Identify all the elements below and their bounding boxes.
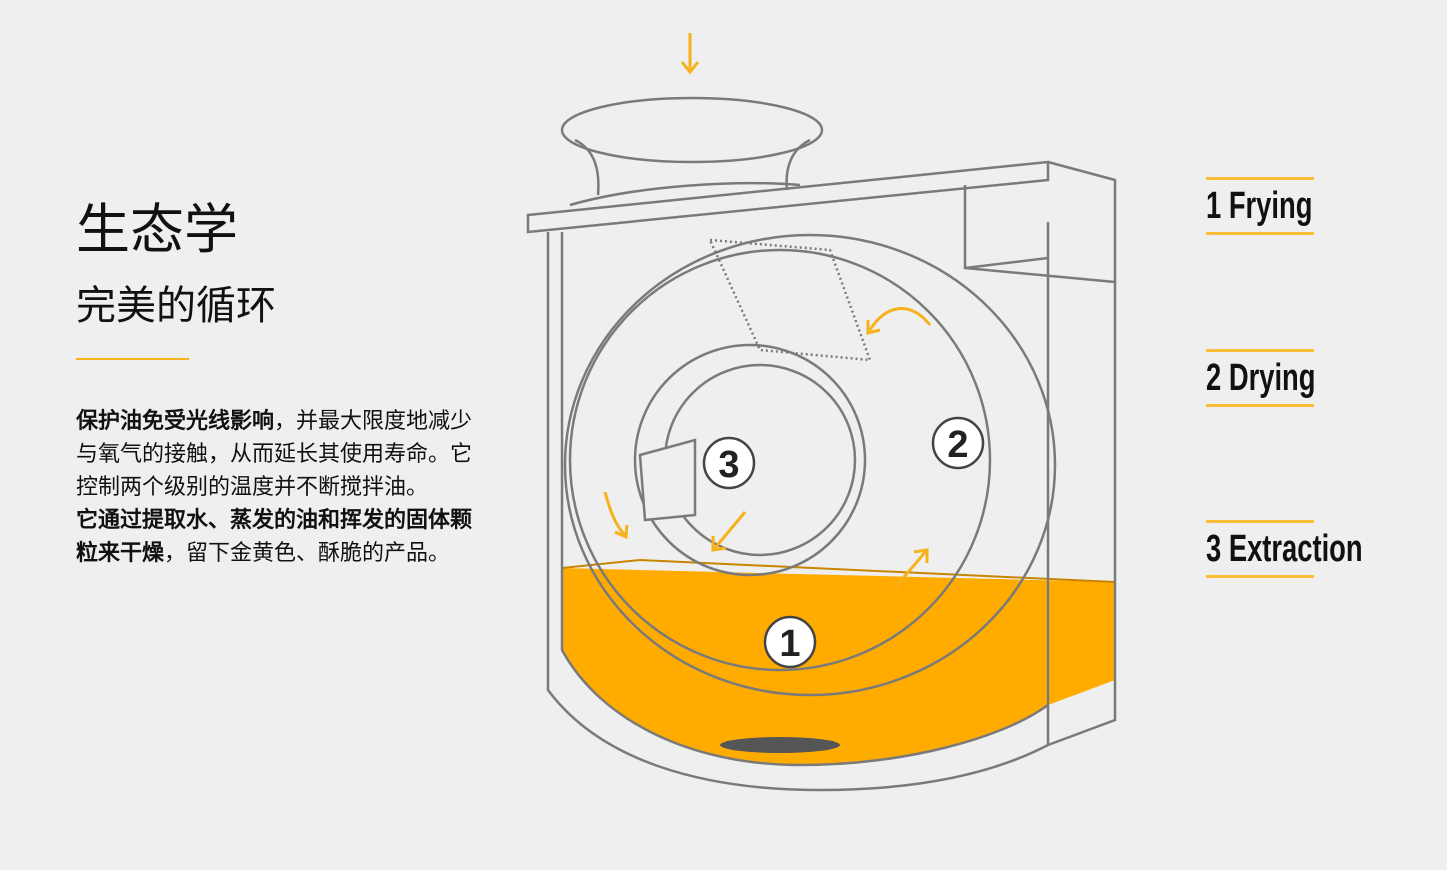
lid bbox=[526, 160, 1050, 234]
svg-text:1: 1 bbox=[779, 623, 800, 665]
svg-text:3: 3 bbox=[718, 444, 739, 486]
step-frying: 1 Frying bbox=[1206, 177, 1354, 235]
step-rule bbox=[1206, 404, 1314, 407]
step-extraction: 3 Extraction bbox=[1206, 520, 1424, 578]
description-p2: ，留下金黄色、酥脆的产品。 bbox=[164, 541, 451, 566]
step-label: 2 Drying bbox=[1206, 357, 1316, 399]
description-p1: ，并最大限度地减少与氧气的接触，从而延长其使用寿命。它控制两个级别的温度并不断搅… bbox=[76, 409, 473, 500]
marker-2: 2 bbox=[931, 416, 985, 470]
step-label: 3 Extraction bbox=[1206, 528, 1363, 570]
marker-3: 3 bbox=[702, 436, 756, 490]
sediment bbox=[720, 737, 840, 753]
page-subtitle: 完美的循环 bbox=[76, 283, 276, 329]
oil-fill bbox=[562, 568, 1115, 765]
tank-outline bbox=[546, 222, 1050, 792]
step-rule bbox=[1206, 177, 1314, 180]
funnel bbox=[560, 96, 824, 164]
description: 保护油免受光线影响，并最大限度地减少与氧气的接触，从而延长其使用寿命。它控制两个… bbox=[76, 405, 486, 570]
step-rule bbox=[1206, 232, 1314, 235]
fryer-diagram: 1 2 3 bbox=[526, 33, 1117, 792]
arrow-icon bbox=[603, 491, 629, 540]
title-divider bbox=[76, 358, 189, 360]
arrow-icon bbox=[893, 548, 929, 589]
description-p1-bold: 保护油免受光线影响 bbox=[76, 409, 275, 434]
step-rule bbox=[1206, 349, 1314, 352]
svg-text:2: 2 bbox=[947, 424, 968, 466]
step-label: 1 Frying bbox=[1206, 185, 1313, 227]
step-rule bbox=[1206, 520, 1314, 523]
arrow-icon bbox=[711, 511, 747, 552]
step-drying: 2 Drying bbox=[1206, 349, 1358, 407]
arrow-down-icon bbox=[680, 33, 700, 75]
arrow-curve-icon bbox=[866, 307, 932, 335]
drum bbox=[563, 233, 1057, 697]
page-title: 生态学 bbox=[76, 198, 238, 261]
description-p2-bold: 它通过提取水、蒸发的油和挥发的固体颗粒来干燥 bbox=[76, 508, 473, 566]
marker-1: 1 bbox=[763, 615, 817, 669]
step-rule bbox=[1206, 575, 1314, 578]
